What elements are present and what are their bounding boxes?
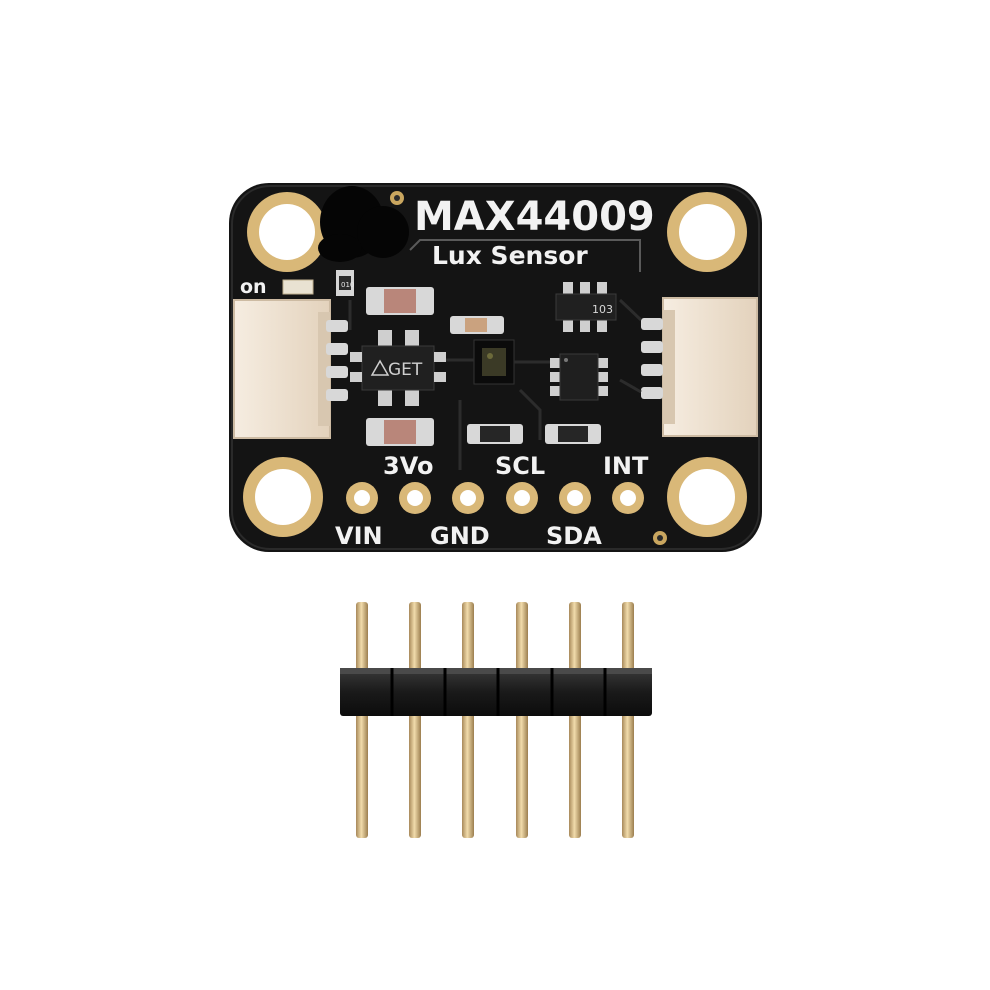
resistor-led (450, 316, 504, 334)
resistor-array: 103 (555, 282, 617, 332)
pcb-board: MAX44009 Lux Sensor on (229, 183, 762, 552)
header-pin (462, 602, 474, 838)
resistor-marking: 010 (341, 281, 354, 289)
header-pin (409, 602, 421, 838)
resistor-small-top: 010 (336, 270, 354, 296)
mounting-hole-top-left (247, 192, 327, 272)
pad-int (612, 482, 644, 514)
resistor-bottom-left (467, 424, 523, 444)
board-subtitle: Lux Sensor (432, 241, 588, 270)
chip-marking: GET (388, 360, 423, 380)
mounting-hole-top-right (667, 192, 747, 272)
stemma-connector-right (641, 297, 758, 437)
level-shifter-chip (550, 353, 608, 401)
led-label: on (240, 276, 267, 298)
board-title: MAX44009 (414, 194, 655, 240)
header-plastic (340, 668, 652, 716)
pin-label-sda: SDA (546, 522, 602, 550)
triangle-mark-icon (370, 359, 390, 376)
pad-gnd (452, 482, 484, 514)
light-sensor-chip (473, 339, 515, 385)
header-pin (516, 602, 528, 838)
mounting-hole-bottom-left (243, 457, 323, 537)
pad-sda (559, 482, 591, 514)
resistor-array-marking: 103 (592, 303, 613, 316)
pad-scl (506, 482, 538, 514)
pin-label-scl: SCL (495, 452, 545, 480)
logo-blackout (318, 186, 409, 262)
mounting-hole-bottom-right (667, 457, 747, 537)
pin-header (340, 602, 652, 838)
capacitor-bottom (366, 418, 434, 446)
pad-3vo (399, 482, 431, 514)
capacitor-top (366, 287, 434, 315)
pcb-traces (348, 298, 643, 470)
power-led-icon (282, 279, 314, 295)
header-pin (356, 602, 368, 838)
regulator-chip: GET (350, 330, 446, 406)
header-pads (346, 482, 644, 514)
pin-label-3vo: 3Vo (383, 452, 433, 480)
pin-label-gnd: GND (430, 522, 490, 550)
header-pin (622, 602, 634, 838)
header-pin (569, 602, 581, 838)
pin-label-vin: VIN (335, 522, 383, 550)
resistor-bottom-right (545, 424, 601, 444)
pin-label-int: INT (603, 452, 649, 480)
header-pins (356, 602, 634, 838)
stemma-connector-left (233, 299, 348, 439)
pad-vin (346, 482, 378, 514)
